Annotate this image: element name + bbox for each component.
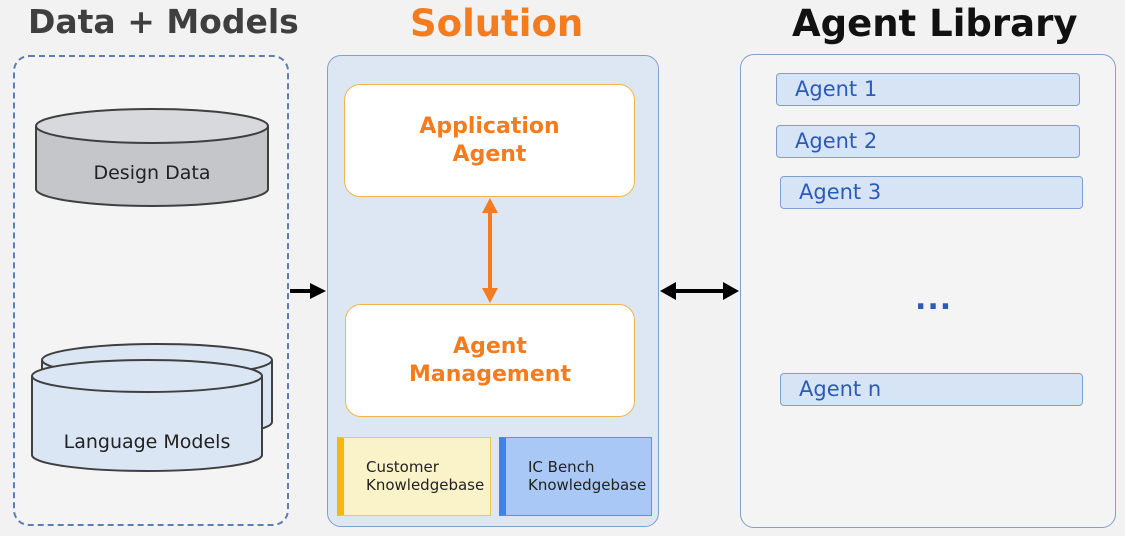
agent-item[interactable]: Agent 3 — [780, 176, 1083, 209]
data-models-heading: Data + Models — [28, 2, 299, 41]
ic-bench-kb-line2: Knowledgebase — [528, 476, 647, 494]
agent-management-box[interactable]: Agent Management — [345, 304, 635, 417]
customer-kb-line1: Customer — [366, 458, 439, 476]
customer-knowledgebase[interactable]: Customer Knowledgebase — [337, 437, 491, 516]
agent-item[interactable]: Agent 1 — [776, 73, 1080, 106]
language-models-cylinder — [31, 343, 273, 472]
solution-heading: Solution — [410, 2, 584, 45]
input-arrow — [290, 283, 326, 299]
agent-management-line2: Management — [409, 361, 571, 387]
agent-library-heading: Agent Library — [792, 2, 1078, 45]
ic-bench-kb-line1: IC Bench — [528, 458, 595, 476]
customer-kb-line2: Knowledgebase — [366, 476, 485, 494]
design-data-label: Design Data — [93, 162, 211, 184]
more-agents-ellipsis: ... — [915, 282, 953, 317]
bidirectional-arrow — [660, 282, 739, 300]
application-agent-line2: Agent — [452, 141, 527, 167]
agent-item[interactable]: Agent 2 — [776, 125, 1080, 158]
agent-interaction-arrow — [482, 198, 498, 303]
design-data-cylinder — [35, 108, 269, 207]
application-agent-line1: Application — [419, 113, 560, 139]
agent-item[interactable]: Agent n — [780, 373, 1083, 406]
language-models-label: Language Models — [63, 431, 231, 453]
application-agent-box[interactable]: Application Agent — [344, 84, 635, 197]
ic-bench-knowledgebase[interactable]: IC Bench Knowledgebase — [499, 437, 652, 516]
agent-management-line1: Agent — [453, 333, 527, 359]
